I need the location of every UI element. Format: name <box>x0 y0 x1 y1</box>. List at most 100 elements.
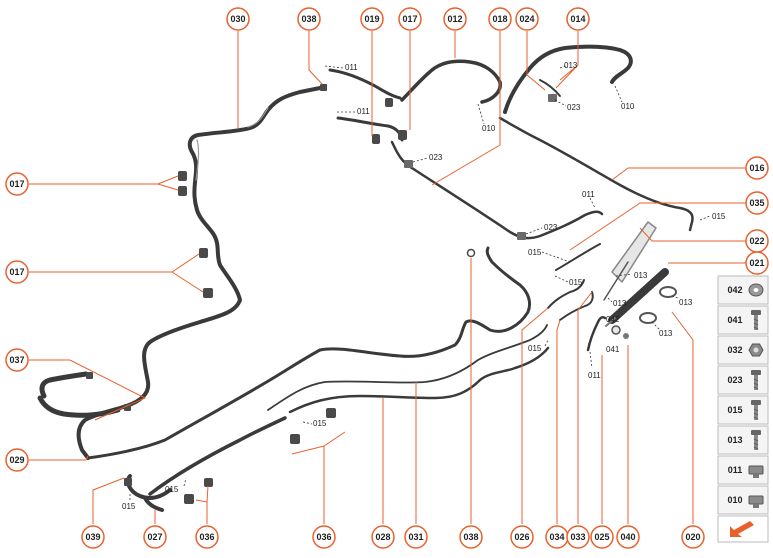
callout-label: 040 <box>620 532 635 542</box>
leader-036-left <box>195 485 209 524</box>
callout-circle <box>459 525 483 549</box>
callout-017[interactable]: 017 <box>5 172 29 196</box>
dash-011-c <box>589 197 596 209</box>
callout-040[interactable]: 040 <box>616 525 640 549</box>
nut-icon <box>748 343 764 357</box>
callout-018[interactable]: 018 <box>488 7 512 31</box>
callout-025[interactable]: 025 <box>590 525 614 549</box>
callout-021[interactable]: 021 <box>745 251 769 275</box>
pipe-016 <box>498 116 694 232</box>
pipe-019 <box>328 68 402 100</box>
legend-item-011: 011 <box>717 455 769 485</box>
callout-017[interactable]: 017 <box>398 7 422 31</box>
callout-038[interactable]: 038 <box>297 7 321 31</box>
part-number-label: 010 <box>482 124 496 133</box>
legend-item-015: 015 <box>717 395 769 425</box>
callout-022[interactable]: 022 <box>745 229 769 253</box>
callout-024[interactable]: 024 <box>515 7 539 31</box>
dash-013-d <box>671 295 679 299</box>
callout-circle <box>312 525 336 549</box>
callout-label: 037 <box>9 355 24 365</box>
dash-015-d <box>544 339 549 347</box>
legend-code: 023 <box>727 375 742 385</box>
callout-033[interactable]: 033 <box>566 525 590 549</box>
callout-circle <box>443 7 467 31</box>
callout-027[interactable]: 027 <box>143 525 167 549</box>
callout-030[interactable]: 030 <box>226 7 250 31</box>
callout-026[interactable]: 026 <box>510 525 534 549</box>
legend-item-010: 010 <box>717 485 769 515</box>
callout-028[interactable]: 028 <box>371 525 395 549</box>
callout-016[interactable]: 016 <box>745 156 769 180</box>
dash-013-c <box>607 297 613 303</box>
callout-020[interactable]: 020 <box>681 525 705 549</box>
callout-039[interactable]: 039 <box>81 525 105 549</box>
callout-019[interactable]: 019 <box>360 7 384 31</box>
callout-circle <box>566 525 590 549</box>
part-number-label: 013 <box>634 271 648 280</box>
callout-label: 038 <box>463 532 478 542</box>
hose-drawing <box>37 44 694 512</box>
part-dashes <box>129 65 711 500</box>
dash-015-f <box>183 477 187 487</box>
part-number-label: 023 <box>567 103 581 112</box>
part-number-label: 015 <box>569 278 583 287</box>
callout-031[interactable]: 031 <box>404 525 428 549</box>
part-number-label: 013 <box>613 299 627 308</box>
small-parts <box>86 84 677 504</box>
clip-036-a <box>326 408 336 418</box>
pipe-037 <box>39 371 89 399</box>
dash-011-a <box>324 65 344 69</box>
leader-018 <box>431 31 501 186</box>
callout-029[interactable]: 029 <box>5 448 29 472</box>
part-number-label: 015 <box>528 248 542 257</box>
dash-023-b <box>412 157 429 163</box>
callout-label: 026 <box>514 532 529 542</box>
callout-038[interactable]: 038 <box>459 525 483 549</box>
callout-label: 029 <box>9 455 24 465</box>
leader-039 <box>92 477 125 524</box>
leader-037 <box>29 359 147 421</box>
callout-012[interactable]: 012 <box>443 7 467 31</box>
clamp-020-b <box>639 312 657 324</box>
bracket-022 <box>611 221 657 283</box>
part-number-label: 013 <box>679 298 693 307</box>
clip-023-a <box>404 160 413 168</box>
callout-034[interactable]: 034 <box>545 525 569 549</box>
legend-nav-button[interactable] <box>717 515 769 543</box>
legend-cell <box>717 455 769 485</box>
callout-circle <box>510 525 534 549</box>
leader-026 <box>521 307 549 524</box>
callout-circle <box>590 525 614 549</box>
pipe-031 <box>267 324 548 411</box>
clip-036-d <box>204 478 213 487</box>
part-number-label: 015 <box>313 419 327 428</box>
callout-label: 035 <box>749 198 764 208</box>
clip-036-c <box>184 494 194 504</box>
arrow-down-left-icon <box>730 521 754 537</box>
callout-035[interactable]: 035 <box>745 191 769 215</box>
legend-code: 041 <box>727 315 742 325</box>
callout-014[interactable]: 014 <box>566 7 590 31</box>
part-number-label: 010 <box>621 102 635 111</box>
callout-circle <box>566 7 590 31</box>
callout-036[interactable]: 036 <box>195 525 219 549</box>
callout-label: 038 <box>301 14 316 24</box>
ring-041 <box>623 333 629 339</box>
callout-label: 028 <box>375 532 390 542</box>
callout-036[interactable]: 036 <box>312 525 336 549</box>
clip-nut-icon <box>748 465 764 478</box>
callout-017[interactable]: 017 <box>5 260 29 284</box>
pipe-030 <box>76 85 327 460</box>
callout-037[interactable]: 037 <box>5 348 29 372</box>
pipe-038b <box>148 416 287 496</box>
leader-017-left-b <box>29 253 204 293</box>
part-number-label: 015 <box>712 212 726 221</box>
part-number-label: 011 <box>357 107 370 116</box>
bolt-icon <box>751 400 761 420</box>
pipe-036 <box>288 346 550 414</box>
